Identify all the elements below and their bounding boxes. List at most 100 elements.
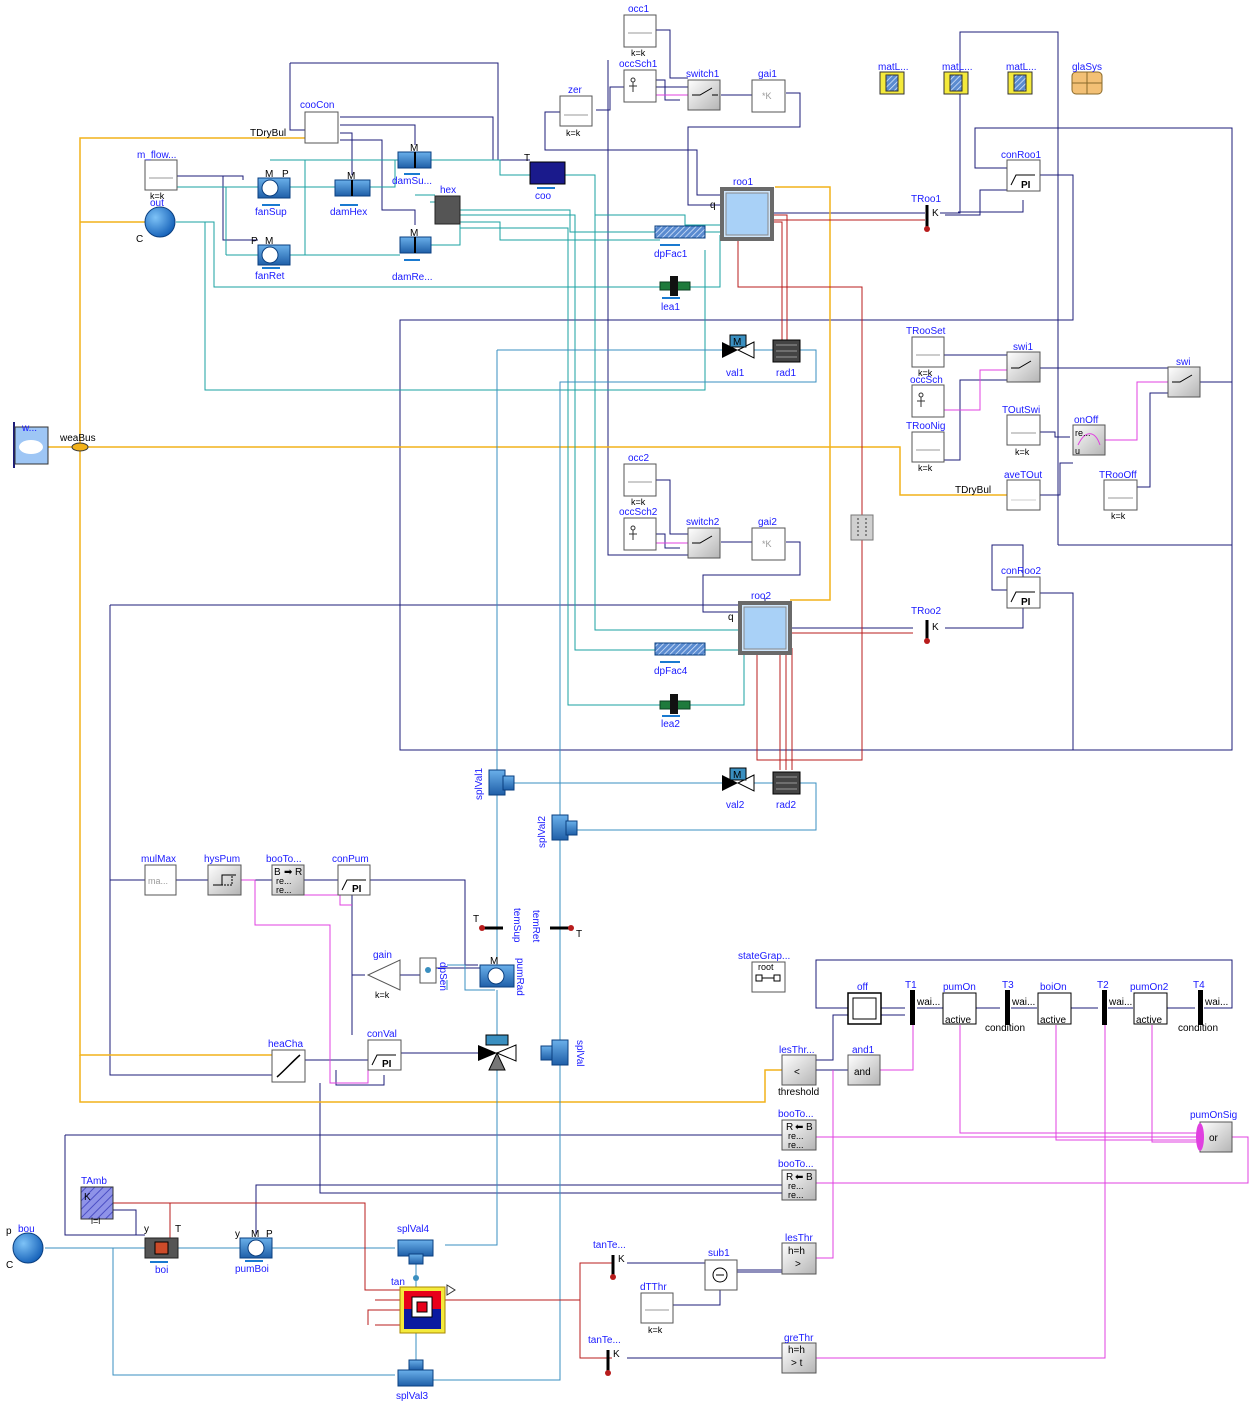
fanSup-block[interactable]: M P fanSup xyxy=(255,169,291,218)
matL2-block[interactable]: matL... xyxy=(942,62,973,95)
cooCon-block[interactable]: cooCon xyxy=(300,100,339,144)
zer-block[interactable]: zer k=k xyxy=(559,85,593,138)
T4-transition[interactable]: T4 wai... condition xyxy=(1178,980,1228,1034)
TRooNig-label: TRooNig xyxy=(906,421,945,432)
TAmb-block[interactable]: K l=l TAmb xyxy=(80,1176,114,1226)
T1-transition[interactable]: T1 wai... xyxy=(905,980,940,1025)
dpFac4-block[interactable]: dpFac4 xyxy=(654,642,706,677)
TOutSwi-block[interactable]: TOutSwi k=k xyxy=(1002,405,1041,457)
gain-block[interactable]: gain k=k xyxy=(366,950,401,1000)
splVal2-block[interactable]: splVal2 xyxy=(537,814,578,848)
occ2-block[interactable]: occ2 k=k xyxy=(623,453,657,507)
damHex-block[interactable]: M damHex xyxy=(330,171,371,218)
mulMax-block[interactable]: ma... mulMax xyxy=(141,854,177,896)
TRoo1-sensor[interactable]: TRoo1 K xyxy=(911,194,941,232)
heat-port-connector[interactable] xyxy=(850,514,874,541)
switch2-block[interactable]: switch2 xyxy=(686,517,721,559)
pumBoi-pump[interactable]: M P y pumBoi xyxy=(235,1229,273,1275)
off-initial-step[interactable]: off xyxy=(847,982,882,1025)
lesThr2-block[interactable]: h=h > lesThr xyxy=(781,1233,817,1275)
conRoo1-controller[interactable]: PI conRoo1 xyxy=(1001,150,1041,192)
conRoo1-PI: PI xyxy=(1021,180,1031,191)
gain-param: k=k xyxy=(375,990,390,1000)
pumOn2-step[interactable]: active pumOn2 xyxy=(1130,982,1169,1026)
matL3-block[interactable]: matL... xyxy=(1006,62,1037,95)
val2-block[interactable]: M val2 xyxy=(722,767,755,811)
sub1-block[interactable]: sub1 xyxy=(704,1248,738,1291)
T2-transition[interactable]: T2 wai... xyxy=(1097,980,1132,1025)
boi-boiler[interactable]: boi y T xyxy=(144,1224,181,1276)
out-boundary[interactable]: out C xyxy=(136,198,176,245)
boiOn-step[interactable]: active boiOn xyxy=(1037,982,1072,1026)
splVal-block[interactable]: splVal xyxy=(540,1039,585,1067)
matL1-block[interactable]: matL... xyxy=(878,62,909,95)
weaBus-connector[interactable]: weaBus xyxy=(59,433,96,452)
occSch1-block[interactable]: occSch1 xyxy=(619,59,658,103)
booToRea2-block[interactable]: R ⬅ B re... re... booTo... xyxy=(778,1109,817,1151)
fanRet-block[interactable]: M P fanRet xyxy=(251,236,291,282)
stateGraph-root[interactable]: root stateGrap... xyxy=(738,951,790,993)
greThr-block[interactable]: h=h > t greThr xyxy=(781,1333,817,1374)
m_flow-block[interactable]: m_flow... k=k xyxy=(137,150,178,201)
damSu-block[interactable]: M damSu... xyxy=(392,143,432,187)
onOff-block[interactable]: re... u onOff xyxy=(1072,415,1106,456)
lea2-block[interactable]: lea2 xyxy=(659,694,691,730)
three-way-valve[interactable] xyxy=(478,1034,517,1071)
boi-T: T xyxy=(175,1224,181,1235)
pumRad-label: pumRad xyxy=(514,958,525,996)
lesThr1-block[interactable]: < lesThr... threshold xyxy=(778,1045,819,1098)
occSch2-block[interactable]: occSch2 xyxy=(619,507,658,551)
TRooNig-block[interactable]: TRooNig k=k xyxy=(906,421,945,473)
booToRea2-arrow: ⬅ xyxy=(795,1122,803,1133)
glaSys-block[interactable]: glaSys xyxy=(1071,62,1103,95)
dpFac1-block[interactable]: dpFac1 xyxy=(654,225,706,260)
roo2-room[interactable]: roo2 q xyxy=(728,591,792,655)
pumOn-step[interactable]: active pumOn xyxy=(942,982,977,1026)
rad1-block[interactable]: rad1 xyxy=(772,339,801,379)
lea1-block[interactable]: lea1 xyxy=(659,276,691,313)
tan-storage-tank[interactable]: tan xyxy=(391,1277,456,1334)
occSch-block[interactable]: occSch xyxy=(910,375,945,418)
gai2-block[interactable]: *K gai2 xyxy=(751,517,786,561)
TRooOff-block[interactable]: TRooOff k=k xyxy=(1099,470,1138,521)
bou-boundary[interactable]: bou C p xyxy=(6,1224,44,1271)
aveTOut-block[interactable]: aveTOut xyxy=(1004,470,1042,511)
dTThr-block[interactable]: dTThr k=k xyxy=(640,1282,674,1335)
TRoo2-sensor[interactable]: TRoo2 K xyxy=(911,606,941,644)
switch1-block[interactable]: switch1 xyxy=(686,69,721,111)
hysPum-block[interactable]: hysPum xyxy=(204,854,242,896)
splVal3-label: splVal3 xyxy=(396,1391,428,1402)
TRooSet-block[interactable]: TRooSet k=k xyxy=(906,326,946,378)
occ1-block[interactable]: occ1 k=k xyxy=(623,4,657,58)
damRe-block[interactable]: M damRe... xyxy=(392,228,433,283)
rad2-block[interactable]: rad2 xyxy=(772,771,801,811)
splVal3-block[interactable]: splVal3 xyxy=(396,1359,434,1402)
pumOnSig-block[interactable]: or pumOnSig xyxy=(1190,1110,1237,1153)
T3-transition[interactable]: T3 wai... condition xyxy=(985,980,1035,1034)
and1-block[interactable]: and and1 xyxy=(847,1045,881,1086)
conVal-controller[interactable]: PI conVal xyxy=(367,1029,402,1071)
pumRad-pump[interactable]: M pumRad xyxy=(479,956,525,996)
conPum-controller[interactable]: PI conPum xyxy=(332,854,371,896)
conRoo2-controller[interactable]: PI conRoo2 xyxy=(1001,566,1041,609)
swi-block[interactable]: swi xyxy=(1167,357,1201,398)
gai1-block[interactable]: *K gai1 xyxy=(751,69,786,113)
temRet-sensor[interactable]: temRet T xyxy=(530,910,582,942)
dpSen-sensor[interactable]: dpSen xyxy=(419,957,448,991)
splVal2-label: splVal2 xyxy=(537,816,548,848)
tanTe2-sensor[interactable]: tanTe... K xyxy=(588,1335,621,1376)
hex-block[interactable]: hex xyxy=(434,185,461,225)
splVal1-block[interactable]: splVal1 xyxy=(474,768,515,800)
heaCha-block[interactable]: heaCha xyxy=(268,1039,306,1083)
val1-block[interactable]: M val1 xyxy=(722,334,755,379)
roo1-room[interactable]: roo1 q xyxy=(710,177,774,241)
coo-block[interactable]: coo T xyxy=(524,153,566,202)
booToRea1-block[interactable]: B ➡ R re... re... booTo... xyxy=(266,854,305,896)
swi1-block[interactable]: swi1 xyxy=(1006,342,1041,383)
tanTe1-sensor[interactable]: tanTe... K xyxy=(593,1240,626,1280)
T1-wait: wai... xyxy=(916,997,940,1008)
temSup-sensor[interactable]: temSup T xyxy=(473,908,522,943)
weather-data-block[interactable]: w... xyxy=(13,422,49,468)
booToRea3-block[interactable]: R ⬅ B re... re... booTo... xyxy=(778,1159,817,1201)
splVal4-block[interactable]: splVal4 xyxy=(397,1224,434,1265)
